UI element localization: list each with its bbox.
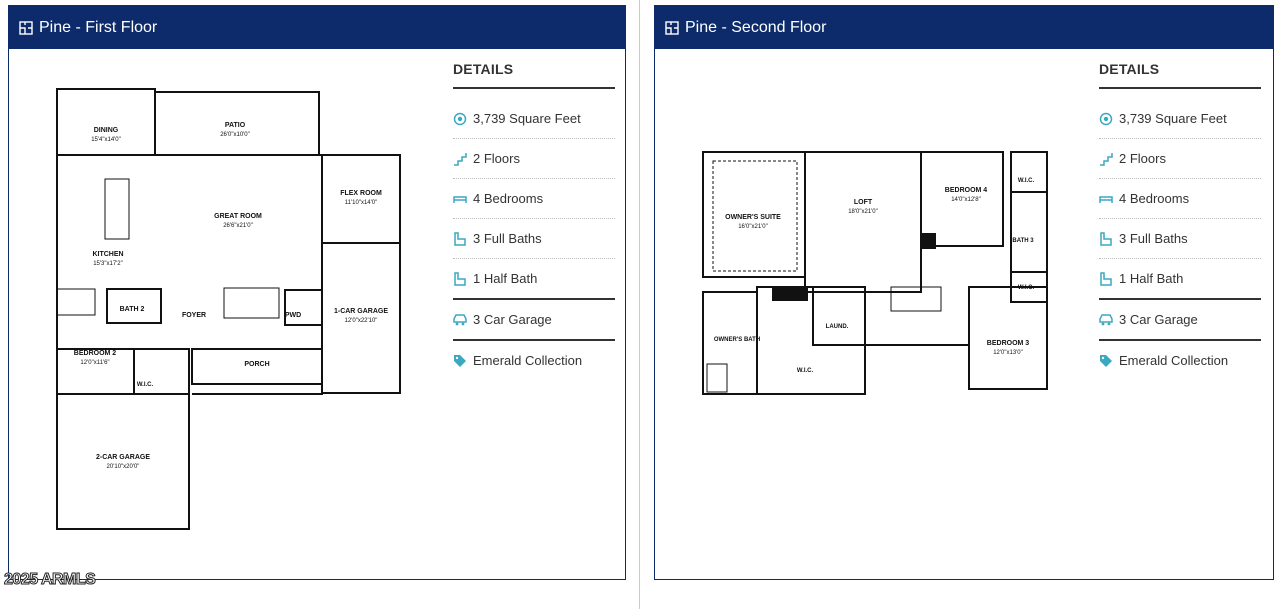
car-icon (453, 313, 467, 325)
room-loft-label: LOFT (854, 199, 873, 206)
detail-label: 4 Bedrooms (1119, 191, 1190, 206)
stairs-icon (1100, 152, 1113, 166)
room-great-dim: 26'6"x21'0" (223, 223, 253, 229)
second-floor-panel: Pine - Second Floor OWNER'S SUITE 16'0"x… (654, 5, 1274, 580)
room-patio-label: PATIO (225, 122, 246, 129)
detail-full-baths: 3 Full Baths (453, 219, 615, 259)
room-bedroom4-dim: 14'0"x12'8" (951, 197, 981, 203)
bed-icon (1099, 195, 1113, 203)
room-kitchen-dim: 15'3"x17'2" (93, 261, 123, 267)
room-owners-bath-label: OWNER'S BATH (714, 337, 760, 343)
room-patio-dim: 26'0"x10'0" (220, 132, 250, 138)
detail-label: 3 Car Garage (1119, 312, 1198, 327)
panel-title: Pine - First Floor (39, 18, 158, 36)
room-kitchen-label: KITCHEN (92, 251, 123, 258)
tag-icon (454, 354, 466, 367)
room-wic-label: W.I.C. (1018, 178, 1035, 184)
room-owners-suite-dim: 16'0"x21'0" (738, 224, 768, 230)
room-great-label: GREAT ROOM (214, 213, 262, 220)
room-garage1-dim: 12'0"x22'10" (345, 318, 378, 324)
details-heading: DETAILS (453, 61, 615, 89)
detail-bedrooms: 4 Bedrooms (1099, 179, 1261, 219)
floorplan-icon (19, 20, 33, 35)
bath-icon (454, 231, 466, 246)
bath-icon (1100, 231, 1112, 246)
car-icon (1099, 313, 1113, 325)
detail-half-bath: 1 Half Bath (453, 259, 615, 300)
panel-title: Pine - Second Floor (685, 18, 827, 36)
detail-collection: Emerald Collection (1099, 341, 1261, 380)
half-bath-icon (1100, 271, 1112, 286)
detail-label: 3 Full Baths (473, 231, 542, 246)
detail-garage: 3 Car Garage (453, 300, 615, 341)
stairs-icon (454, 152, 467, 166)
room-bath2-label: BATH 2 (120, 306, 145, 313)
room-wic-label: W.I.C. (1018, 285, 1035, 291)
room-bedroom4-label: BEDROOM 4 (945, 187, 988, 194)
detail-label: 1 Half Bath (473, 271, 538, 286)
detail-label: Emerald Collection (1119, 353, 1229, 368)
detail-label: 3,739 Square Feet (1119, 111, 1227, 126)
sqft-icon (453, 112, 467, 125)
room-flex-label: FLEX ROOM (340, 190, 382, 197)
panel-header: Pine - Second Floor (655, 6, 1273, 49)
details-heading: DETAILS (1099, 61, 1261, 89)
detail-label: 2 Floors (473, 151, 520, 166)
room-laund-label: LAUND. (826, 324, 849, 330)
details-panel: DETAILS 3,739 Square Feet 2 Floors 4 Bed… (453, 61, 615, 380)
room-garage2-label: 2-CAR GARAGE (96, 454, 150, 461)
detail-floors: 2 Floors (1099, 139, 1261, 179)
detail-half-bath: 1 Half Bath (1099, 259, 1261, 300)
detail-label: 1 Half Bath (1119, 271, 1184, 286)
bed-icon (453, 195, 467, 203)
room-pwd-label: PWD (285, 312, 301, 319)
detail-bedrooms: 4 Bedrooms (453, 179, 615, 219)
detail-collection: Emerald Collection (453, 341, 615, 380)
floorplan-icon (665, 20, 679, 35)
room-bedroom3-label: BEDROOM 3 (987, 340, 1030, 347)
room-garage2-dim: 20'10"x20'0" (107, 464, 140, 470)
panel-divider (639, 0, 640, 609)
detail-garage: 3 Car Garage (1099, 300, 1261, 341)
room-owners-suite-label: OWNER'S SUITE (725, 214, 781, 221)
first-floor-panel: Pine - First Floor DINING 15'4"x14'0" PA… (8, 5, 626, 580)
detail-full-baths: 3 Full Baths (1099, 219, 1261, 259)
detail-sqft: 3,739 Square Feet (1099, 99, 1261, 139)
detail-label: 4 Bedrooms (473, 191, 544, 206)
detail-label: Emerald Collection (473, 353, 583, 368)
detail-label: 3 Full Baths (1119, 231, 1188, 246)
room-bedroom2-dim: 12'0"x11'6" (80, 360, 109, 366)
room-wic-label: W.I.C. (137, 382, 154, 388)
detail-label: 3,739 Square Feet (473, 111, 581, 126)
room-wic-label: W.I.C. (797, 368, 814, 374)
detail-label: 3 Car Garage (473, 312, 552, 327)
detail-floors: 2 Floors (453, 139, 615, 179)
room-foyer-label: FOYER (182, 312, 206, 319)
room-flex-dim: 11'10"x14'0" (345, 200, 377, 206)
sqft-icon (1099, 112, 1113, 125)
first-floor-plan: DINING 15'4"x14'0" PATIO 26'0"x10'0" FLE… (56, 88, 401, 530)
room-bath3-label: BATH 3 (1012, 238, 1034, 244)
half-bath-icon (454, 271, 466, 286)
panel-header: Pine - First Floor (9, 6, 625, 49)
room-dining-label: DINING (94, 127, 119, 134)
tag-icon (1100, 354, 1112, 367)
room-dining-dim: 15'4"x14'0" (91, 137, 121, 143)
room-porch-label: PORCH (244, 361, 269, 368)
details-panel: DETAILS 3,739 Square Feet 2 Floors 4 Bed… (1099, 61, 1261, 380)
second-floor-plan: OWNER'S SUITE 16'0"x21'0" LOFT 18'0"x21'… (702, 151, 1048, 395)
detail-sqft: 3,739 Square Feet (453, 99, 615, 139)
room-bedroom2-label: BEDROOM 2 (74, 350, 117, 357)
detail-label: 2 Floors (1119, 151, 1166, 166)
room-bedroom3-dim: 12'0"x13'0" (993, 350, 1023, 356)
room-garage1-label: 1-CAR GARAGE (334, 308, 388, 315)
room-loft-dim: 18'0"x21'0" (848, 209, 878, 215)
copyright-watermark: 2025 ARMLS (3, 571, 96, 589)
